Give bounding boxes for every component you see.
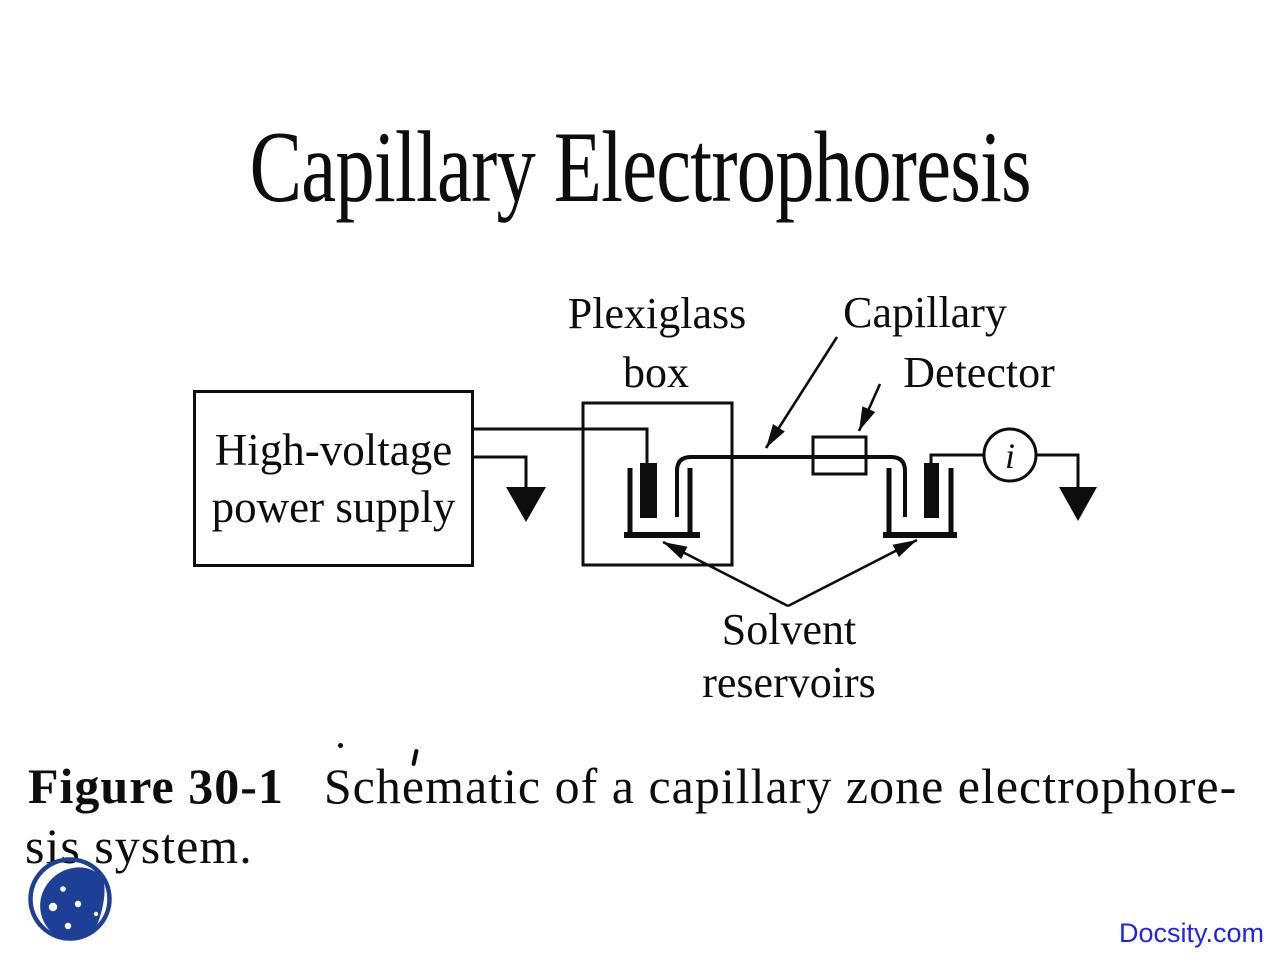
logo-dot xyxy=(60,886,66,892)
title-row: Capillary Electrophoresis xyxy=(0,111,1280,224)
solvent-label-line1: Solvent xyxy=(721,605,857,654)
electrode-left xyxy=(640,463,657,518)
electrode-right xyxy=(924,463,939,518)
reservoir-right-walls xyxy=(886,468,954,533)
solvent-label-line2: reservoirs xyxy=(702,658,876,707)
detector-box xyxy=(811,435,868,476)
high-voltage-supply-box: High-voltage power supply xyxy=(193,390,474,567)
figure-number: Figure 30-1 xyxy=(28,758,284,814)
detector-pointer-arrow xyxy=(857,383,882,432)
solvent-pointer-arrow-right xyxy=(787,538,918,608)
scan-artifact-dot xyxy=(338,743,343,748)
capillary-pointer-arrow xyxy=(764,336,839,449)
capillary-label: Capillary xyxy=(843,288,1007,337)
hv-label-line1: High-voltage xyxy=(214,424,453,475)
capillary-tube xyxy=(675,455,907,517)
ground-symbol-left xyxy=(506,487,546,522)
electrode-to-meter-wire xyxy=(929,453,984,463)
figure-caption-line1: Figure 30-1 Schematic of a capillary zone… xyxy=(28,761,1237,811)
plexiglass-box-outline xyxy=(581,401,734,567)
caption-text-line1: Schematic of a capillary zone electropho… xyxy=(323,758,1238,814)
meter-ground-wire xyxy=(1036,453,1080,488)
hv-label-line2: power supply xyxy=(211,481,456,532)
solvent-pointer-arrow-left xyxy=(662,540,789,608)
logo-dot xyxy=(64,922,72,930)
current-meter-symbol: i xyxy=(1005,436,1015,476)
docsity-watermark: Docsity.com xyxy=(1118,918,1264,948)
plexiglass-label-line1: Plexiglass xyxy=(567,289,747,338)
logo-blob xyxy=(40,867,105,940)
plexiglass-label-line2: box xyxy=(623,348,689,397)
page-title: Capillary Electrophoresis xyxy=(249,111,1031,224)
ground-symbol-right xyxy=(1059,487,1097,521)
logo-dot xyxy=(93,911,99,917)
caption-text-line2: sis system. xyxy=(25,818,253,874)
reservoir-left-walls xyxy=(627,468,693,533)
detector-label: Detector xyxy=(903,348,1055,397)
docsity-logo-icon xyxy=(28,857,112,941)
logo-dot xyxy=(48,902,58,912)
figure-caption-line2: sis system. xyxy=(25,821,253,871)
hv-to-electrode-wire xyxy=(474,427,649,463)
logo-dot xyxy=(74,900,82,908)
hv-ground-wire xyxy=(474,455,528,489)
